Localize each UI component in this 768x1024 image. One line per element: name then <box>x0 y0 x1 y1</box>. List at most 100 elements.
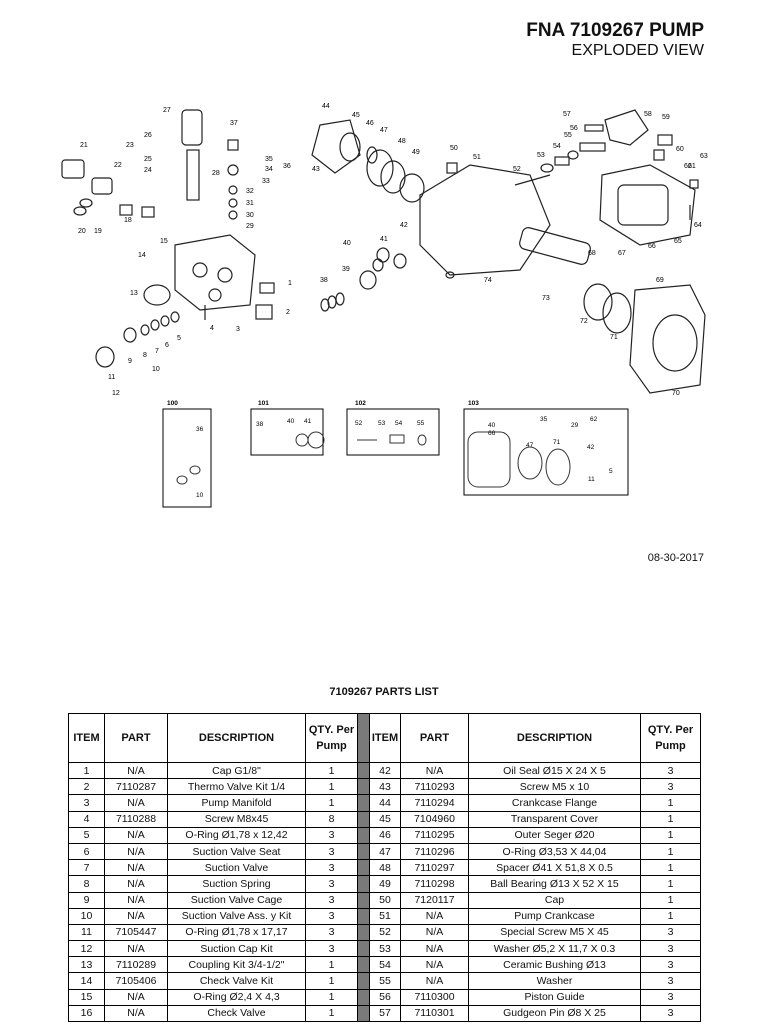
table-cell: Screw M8x45 <box>167 810 306 828</box>
callout-61: 61 <box>688 163 696 170</box>
fitting-22-shape <box>91 177 113 195</box>
callout-49: 49 <box>412 149 420 156</box>
table-cell: 7 <box>68 859 105 877</box>
conrod-58 <box>604 109 649 146</box>
table-cell: Washer <box>468 972 641 990</box>
table-cell: 7110288 <box>104 810 168 828</box>
callout-74: 74 <box>484 277 492 284</box>
kit-103-item-35: 35 <box>540 416 548 423</box>
table-cell: 1 <box>640 826 701 844</box>
table-cell: N/A <box>400 907 469 925</box>
callout-46: 46 <box>366 120 374 127</box>
part-60 <box>653 149 665 161</box>
callout-63: 63 <box>700 153 708 160</box>
table-cell: N/A <box>104 907 168 925</box>
kit-102-item-55: 55 <box>417 420 425 427</box>
screw-52 <box>514 174 551 186</box>
callout-66: 66 <box>648 243 656 250</box>
table-cell: 8 <box>68 875 105 893</box>
table-cell: 15 <box>68 988 105 1006</box>
callout-45: 45 <box>352 112 360 119</box>
kit-103-item-62: 62 <box>590 416 598 423</box>
table-cell: 7110300 <box>400 988 469 1006</box>
seat-6-shape <box>160 315 170 327</box>
callout-14: 14 <box>138 252 146 259</box>
table-cell: 3 <box>640 778 701 796</box>
header-description-right: DESCRIPTION <box>468 713 641 763</box>
oring-71-shape <box>602 292 632 334</box>
callout-54: 54 <box>553 143 561 150</box>
kit-101-item-40: 40 <box>287 418 295 425</box>
table-cell: N/A <box>104 826 168 844</box>
callout-58: 58 <box>644 111 652 118</box>
part-29-shape <box>228 210 238 220</box>
cover-66-shape <box>599 164 696 246</box>
callout-4: 4 <box>210 325 214 332</box>
callout-28: 28 <box>212 170 220 177</box>
table-cell: N/A <box>400 923 469 942</box>
bearing-49-shape <box>399 173 425 203</box>
table-cell: N/A <box>104 761 168 780</box>
table-cell: 7110289 <box>104 956 168 974</box>
cap-50-shape <box>446 162 458 174</box>
table-cell: 1 <box>68 761 105 780</box>
kit-103-item-42: 42 <box>587 444 595 451</box>
kit-103-item-11: 11 <box>588 476 595 483</box>
kit-103-label: 103 <box>468 400 479 407</box>
table-cell: 50 <box>369 891 401 909</box>
table-cell: N/A <box>104 1004 168 1023</box>
bushing-54 <box>554 156 570 166</box>
callout-8: 8 <box>143 352 147 359</box>
table-cell: 7110295 <box>400 826 469 844</box>
callout-38: 38 <box>320 277 328 284</box>
table-cell: Coupling Kit 3/4-1/2" <box>167 956 306 974</box>
table-cell: 43 <box>369 778 401 796</box>
table-cell: N/A <box>104 859 168 877</box>
table-cell: 2 <box>68 778 105 796</box>
manifold-3-shape <box>174 234 256 311</box>
callout-39: 39 <box>342 266 350 273</box>
callout-37: 37 <box>230 120 238 127</box>
callout-69: 69 <box>656 277 664 284</box>
table-cell: Thermo Valve Kit 1/4 <box>167 778 306 796</box>
table-cell: O-Ring Ø3,53 X 44,04 <box>468 842 641 861</box>
part-59 <box>657 134 673 146</box>
table-cell: 1 <box>640 794 701 812</box>
part-37-shape <box>227 139 239 151</box>
callout-35: 35 <box>265 156 273 163</box>
callout-43: 43 <box>312 166 320 173</box>
column-separator <box>357 794 370 812</box>
cover-window <box>617 184 669 226</box>
table-cell: 46 <box>369 826 401 844</box>
column-separator <box>357 778 370 796</box>
table-cell: 3 <box>640 940 701 958</box>
stem-28-shape <box>186 149 200 201</box>
callout-11: 11 <box>108 374 115 381</box>
callout-71: 71 <box>610 334 618 341</box>
table-cell: Suction Valve Ass. y Kit <box>167 907 306 925</box>
table-cell: N/A <box>400 956 469 974</box>
table-cell: 9 <box>68 891 105 909</box>
table-cell: 48 <box>369 859 401 877</box>
fitting-21-shape <box>61 159 85 179</box>
seal-42 <box>393 253 407 269</box>
table-cell: N/A <box>400 972 469 990</box>
kit-102-box <box>346 408 440 456</box>
table-cell: Check Valve <box>167 1004 306 1023</box>
cap-1-shape <box>259 282 275 294</box>
callout-22: 22 <box>114 162 122 169</box>
pin-57 <box>584 124 604 132</box>
callout-21: 21 <box>80 142 88 149</box>
valve-2-shape <box>255 304 273 320</box>
table-cell: 55 <box>369 972 401 990</box>
callout-7: 7 <box>155 348 159 355</box>
header-part: PART <box>104 713 168 763</box>
table-cell: 3 <box>640 1004 701 1023</box>
table-cell: 7110297 <box>400 859 469 877</box>
callout-26: 26 <box>144 132 152 139</box>
seal-72-shape <box>583 283 613 321</box>
part-74-shape <box>445 271 455 279</box>
table-cell: 3 <box>305 875 358 893</box>
callout-42: 42 <box>400 222 408 229</box>
